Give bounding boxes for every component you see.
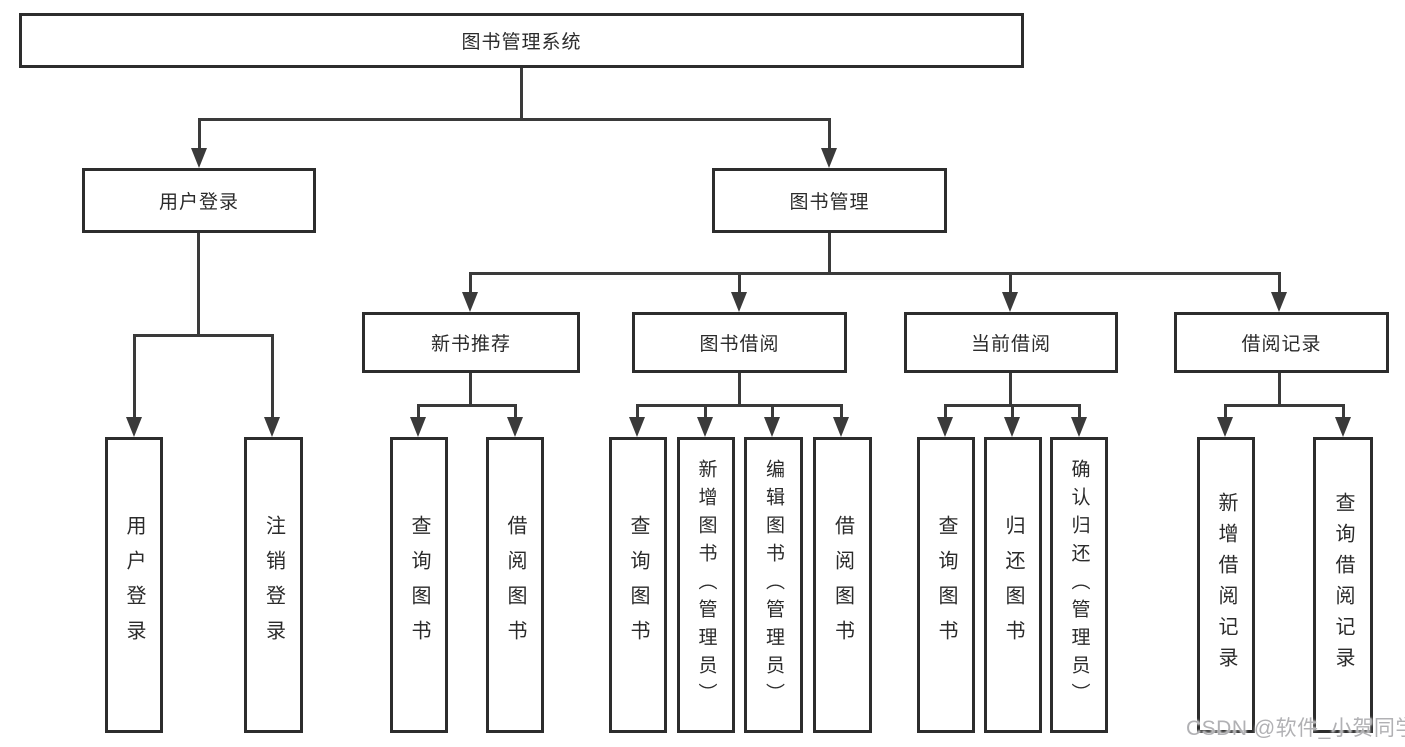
connector-leaf bbox=[704, 404, 707, 419]
connector-leaf bbox=[771, 404, 774, 419]
arrow-down-icon bbox=[821, 148, 837, 168]
node-label: 用户登录 bbox=[158, 192, 239, 213]
arrow-down-icon bbox=[1335, 417, 1351, 437]
node-label: 图书管理 bbox=[789, 192, 870, 213]
connector-br-branch bbox=[1224, 404, 1345, 407]
connector-user-login-branch bbox=[133, 334, 274, 337]
node-label: 图书管理系统 bbox=[461, 32, 582, 53]
connector-leaf bbox=[417, 404, 420, 419]
leaf-nbr-borrow-books: 借阅图书 bbox=[486, 437, 544, 733]
connector-nbr-branch bbox=[417, 404, 517, 407]
node-label: 用户登录 bbox=[123, 515, 145, 655]
connector-leaf bbox=[1342, 404, 1345, 419]
node-label: 查询图书 bbox=[627, 515, 649, 655]
connector-root-branch bbox=[198, 118, 831, 121]
leaf-cb-query-books: 查询图书 bbox=[917, 437, 975, 733]
arrow-down-icon bbox=[697, 417, 713, 437]
node-book-borrowing: 图书借阅 bbox=[632, 312, 847, 373]
connector-leaf bbox=[840, 404, 843, 419]
leaf-nbr-query-books: 查询图书 bbox=[390, 437, 448, 733]
node-label: 注销登录 bbox=[262, 515, 285, 655]
node-label: 编辑图书（管理员） bbox=[763, 459, 784, 711]
connector-to-user-login bbox=[198, 118, 201, 150]
node-label: 借阅图书 bbox=[504, 515, 526, 655]
leaf-bb-query-books: 查询图书 bbox=[609, 437, 667, 733]
node-label: 新书推荐 bbox=[430, 334, 511, 355]
node-borrowing-records: 借阅记录 bbox=[1174, 312, 1389, 373]
connector-user-login-stem bbox=[197, 233, 200, 337]
connector-bb-branch bbox=[636, 404, 843, 407]
node-label: 确认归还（管理员） bbox=[1068, 459, 1090, 711]
connector-leaf bbox=[944, 404, 947, 419]
connector-to-leaf-login bbox=[133, 334, 136, 419]
arrow-down-icon bbox=[629, 417, 645, 437]
node-label: 归还图书 bbox=[1002, 515, 1024, 655]
arrow-down-icon bbox=[1004, 417, 1020, 437]
leaf-bb-borrow-books: 借阅图书 bbox=[813, 437, 872, 733]
node-book-mgmt-system: 图书管理系统 bbox=[19, 13, 1024, 68]
arrow-down-icon bbox=[764, 417, 780, 437]
connector-to-book-borrow bbox=[738, 272, 741, 294]
connector-bb-stem bbox=[738, 373, 741, 407]
node-book-mgmt: 图书管理 bbox=[712, 168, 947, 233]
node-label: 查询图书 bbox=[408, 515, 430, 655]
connector-leaf bbox=[1011, 404, 1014, 419]
connector-to-borrow-records bbox=[1278, 272, 1281, 294]
leaf-cb-confirm-return-admin: 确认归还（管理员） bbox=[1050, 437, 1108, 733]
arrow-down-icon bbox=[507, 417, 523, 437]
arrow-down-icon bbox=[1271, 292, 1287, 312]
arrow-down-icon bbox=[1217, 417, 1233, 437]
node-label: 查询图书 bbox=[935, 515, 957, 655]
arrow-down-icon bbox=[462, 292, 478, 312]
connector-nbr-stem bbox=[469, 373, 472, 407]
node-user-login: 用户登录 bbox=[82, 168, 316, 233]
csdn-watermark: CSDN @软件_小贺同学 bbox=[1186, 717, 1405, 740]
node-label: 图书借阅 bbox=[699, 334, 780, 355]
arrow-down-icon bbox=[1071, 417, 1087, 437]
connector-leaf bbox=[1224, 404, 1227, 419]
node-label: 查询借阅记录 bbox=[1332, 492, 1354, 678]
node-label: 当前借阅 bbox=[970, 334, 1051, 355]
node-label: 借阅图书 bbox=[831, 515, 854, 655]
connector-leaf bbox=[1078, 404, 1081, 419]
node-label: 新增借阅记录 bbox=[1215, 492, 1237, 678]
node-new-book-recommend: 新书推荐 bbox=[362, 312, 580, 373]
connector-book-mgmt-branch bbox=[469, 272, 1281, 275]
arrow-down-icon bbox=[191, 148, 207, 168]
leaf-bb-add-books-admin: 新增图书（管理员） bbox=[677, 437, 735, 733]
leaf-cb-return-books: 归还图书 bbox=[984, 437, 1042, 733]
arrow-down-icon bbox=[410, 417, 426, 437]
leaf-br-add-record: 新增借阅记录 bbox=[1197, 437, 1255, 733]
arrow-down-icon bbox=[833, 417, 849, 437]
connector-br-stem bbox=[1278, 373, 1281, 407]
leaf-user-login: 用户登录 bbox=[105, 437, 163, 733]
leaf-br-query-record: 查询借阅记录 bbox=[1313, 437, 1373, 733]
connector-to-book-mgmt bbox=[828, 118, 831, 150]
node-label: 借阅记录 bbox=[1241, 334, 1322, 355]
arrow-down-icon bbox=[126, 417, 142, 437]
connector-cb-stem bbox=[1009, 373, 1012, 407]
node-current-borrowing: 当前借阅 bbox=[904, 312, 1118, 373]
connector-root-stem bbox=[520, 68, 523, 120]
leaf-logout-login: 注销登录 bbox=[244, 437, 303, 733]
arrow-down-icon bbox=[264, 417, 280, 437]
connector-to-current-borrow bbox=[1009, 272, 1012, 294]
arrow-down-icon bbox=[731, 292, 747, 312]
connector-leaf bbox=[636, 404, 639, 419]
arrow-down-icon bbox=[937, 417, 953, 437]
connector-leaf bbox=[514, 404, 517, 419]
connector-book-mgmt-stem bbox=[828, 233, 831, 274]
connector-to-leaf-logout bbox=[271, 334, 274, 419]
leaf-bb-edit-books-admin: 编辑图书（管理员） bbox=[744, 437, 803, 733]
connector-to-new-book-rec bbox=[469, 272, 472, 294]
arrow-down-icon bbox=[1002, 292, 1018, 312]
node-label: 新增图书（管理员） bbox=[695, 459, 717, 711]
